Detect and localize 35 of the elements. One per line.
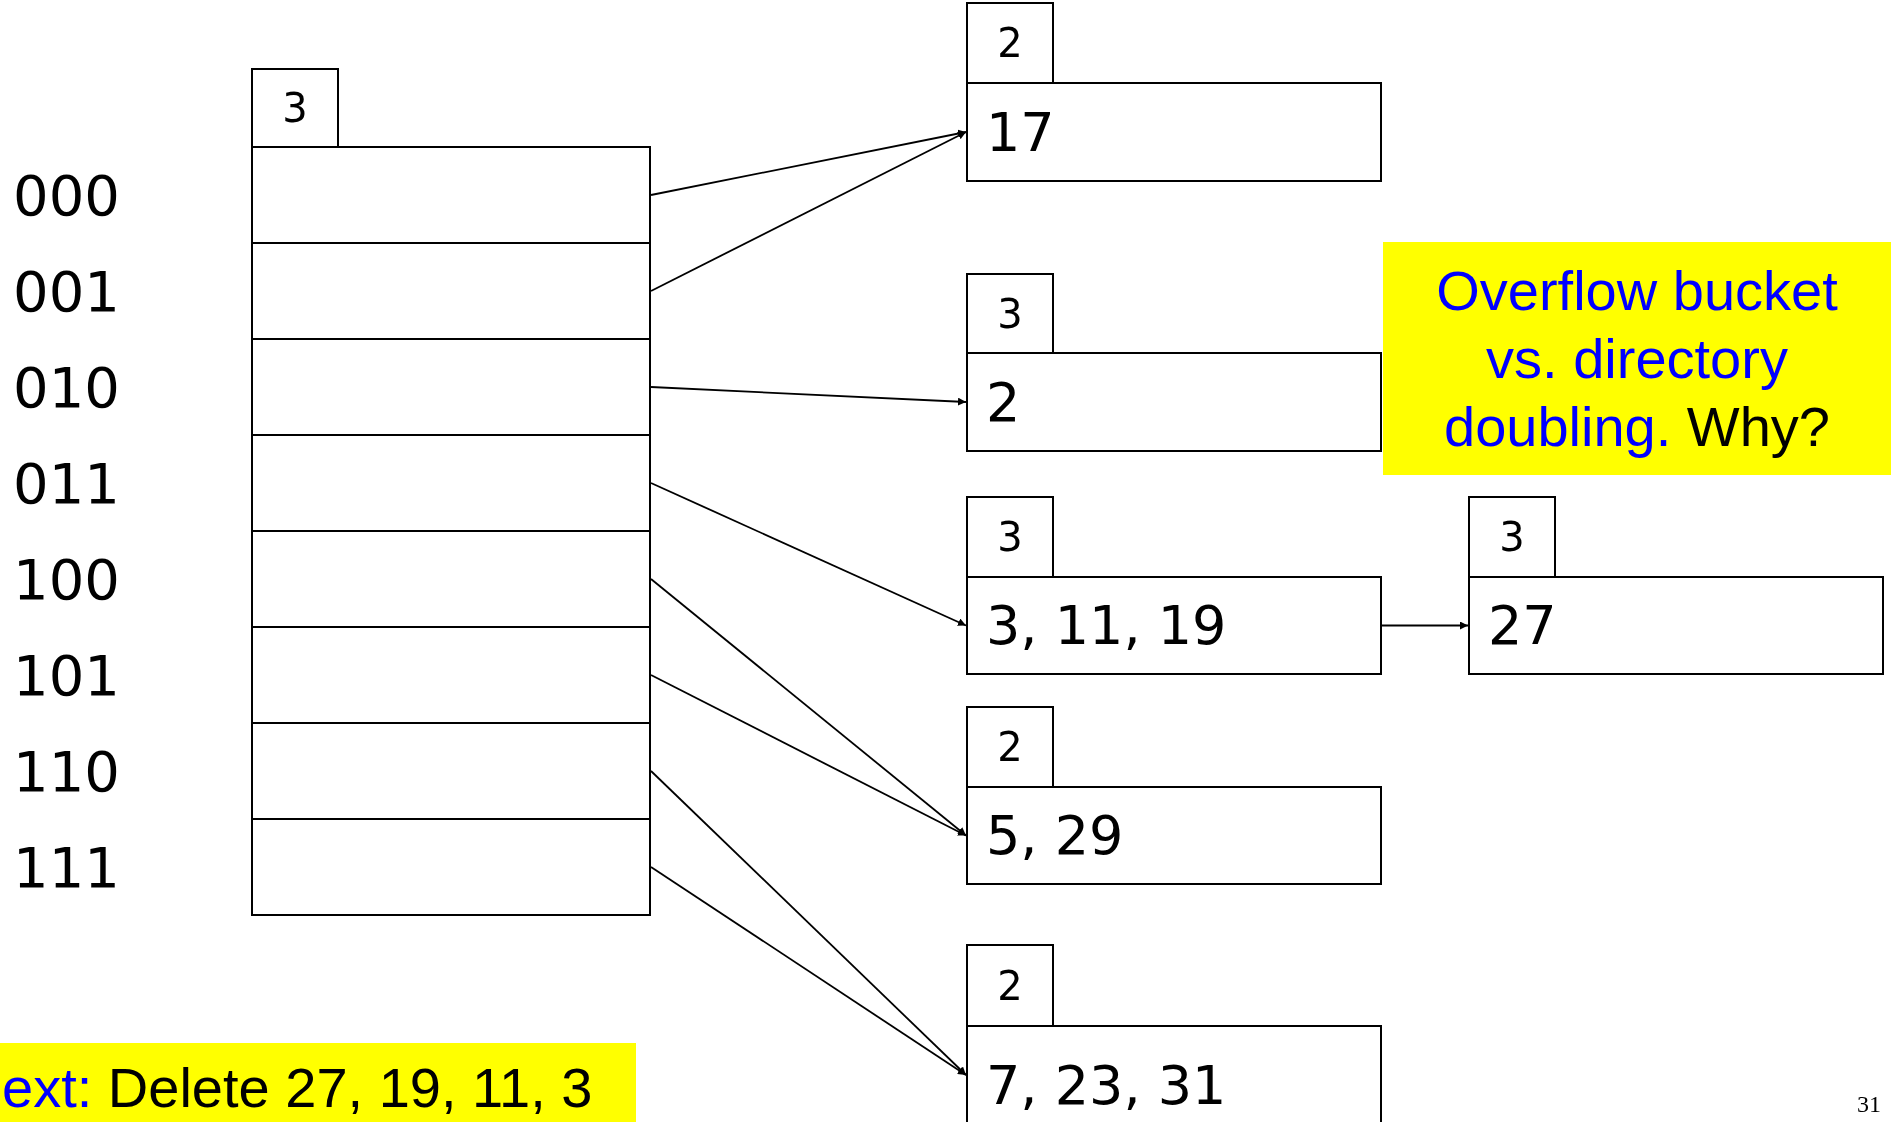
bucket-box: 7, 23, 31 [966,1025,1382,1122]
local-depth-box: 2 [966,944,1054,1027]
local-depth-box: 2 [966,706,1054,788]
bucket-box: 3, 11, 19 [966,576,1382,675]
local-depth-box: 3 [251,68,339,148]
arrow [650,131,967,292]
hash-bits-label: 111 [13,834,120,900]
hash-bits-label: 110 [13,738,120,804]
bucket-box: 17 [966,82,1382,182]
arrow [650,866,967,1076]
local-depth-box: 3 [966,496,1054,578]
hash-bits-label: 011 [13,450,120,516]
bucket-box: 5, 29 [966,786,1382,885]
note-box [0,1043,636,1122]
local-depth-box: 3 [1468,496,1556,578]
hash-bits-label: 100 [13,546,120,612]
arrow [650,482,967,627]
hash-bits-label: 010 [13,354,120,420]
arrow [1381,621,1469,630]
hash-bits-label: 001 [13,258,120,324]
arrow [650,129,967,196]
bucket-box: 27 [1468,576,1884,675]
hash-bits-label: 000 [13,162,120,228]
note-text: ext: Delete 27, 19, 11, 3 [2,1055,593,1121]
arrow [650,770,967,1076]
bucket-box: 2 [966,352,1382,452]
page-number: 31 [1857,1091,1881,1118]
arrow [650,674,967,837]
note-text: Overflow bucket vs. directory doubling. Why? [1435,257,1839,460]
note-box [1383,242,1891,475]
local-depth-box: 2 [966,2,1054,84]
hash-bits-label: 101 [13,642,120,708]
local-depth-box: 3 [966,273,1054,354]
arrow [650,386,967,406]
arrow [650,578,967,837]
